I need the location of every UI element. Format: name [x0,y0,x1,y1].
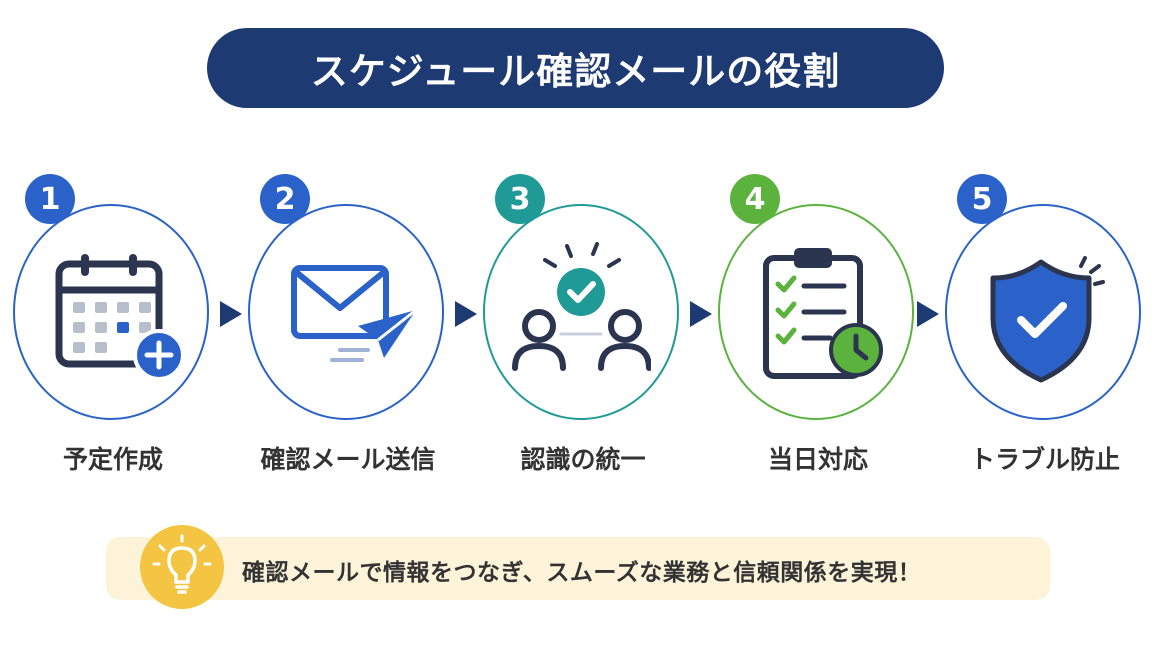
calendar-plus-icon [55,254,181,381]
arrow-right-icon [917,301,939,327]
step-2-label: 確認メール送信 [260,445,436,474]
checklist-clock-icon [763,248,883,379]
step-5-number-badge: 5 [957,174,1007,224]
arrow-right-icon [220,301,242,327]
step-1-number-badge: 1 [25,174,75,224]
email-send-icon [291,265,416,362]
title-banner: スケジュール確認メールの役割 [207,28,944,108]
shield-check-icon [990,256,1105,383]
lightbulb-icon [140,525,224,609]
step-2: 2 確認メール送信 [248,0,448,480]
step-3-number-badge: 3 [495,174,545,224]
step-4-number-badge: 4 [730,174,780,224]
arrow-right-icon [455,301,477,327]
page-title: スケジュール確認メールの役割 [310,50,841,93]
step-5: 5 トラブル防止 [945,0,1145,480]
step-4-label: 当日対応 [767,445,868,474]
message-banner [106,537,1050,600]
step-3: 3 認識の統一 [483,0,683,480]
step-1-label: 予定作成 [62,445,163,474]
message-text: 確認メールで情報をつなぎ、スムーズな業務と信頼関係を実現！ [242,560,922,586]
step-5-label: トラブル防止 [969,445,1120,474]
step-4: 4 当日対応 [718,0,918,480]
arrow-right-icon [690,301,712,327]
step-1-ring [13,204,209,420]
step-1: 1 予定作成 [13,0,213,480]
step-2-number-badge: 2 [260,174,310,224]
people-check-icon [512,242,651,371]
step-3-label: 認識の統一 [520,445,646,474]
